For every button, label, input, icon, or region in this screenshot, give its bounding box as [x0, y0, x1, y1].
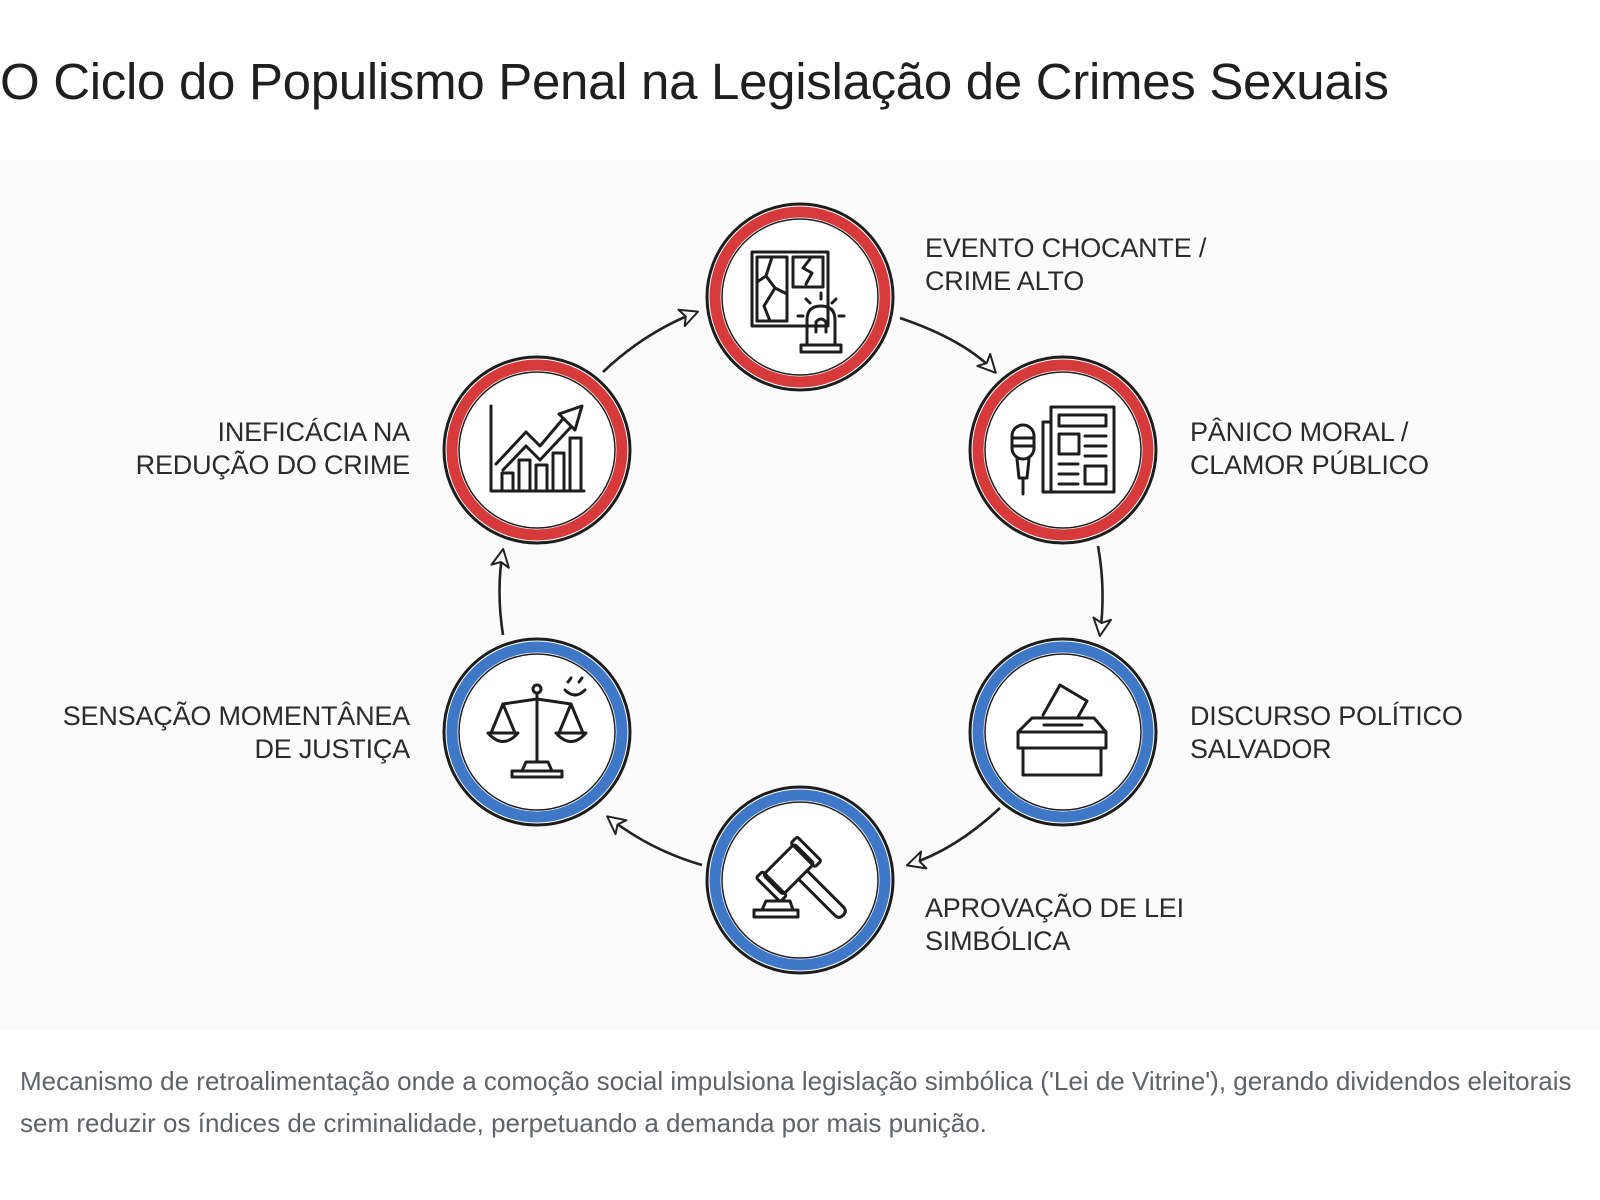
arrow-discourse-to-law: [905, 807, 1001, 870]
step-event-node: [705, 202, 895, 392]
step-discourse-label: DISCURSO POLÍTICO SALVADOR: [1190, 700, 1463, 766]
rising-chart-icon: [489, 404, 586, 493]
step-event-label: EVENTO CHOCANTE / CRIME ALTO: [925, 232, 1206, 298]
alarm-ring: [972, 359, 1154, 541]
step-justice-label-line1: SENSAÇÃO MOMENTÂNEA: [62, 701, 410, 731]
scales-smile-icon: [486, 676, 588, 779]
step-panic-node: [968, 355, 1158, 545]
step-discourse-node: [968, 637, 1158, 827]
calm-ring: [446, 641, 628, 823]
step-ineffective-node: [442, 355, 632, 545]
step-panic-label: PÂNICO MORAL / CLAMOR PÚBLICO: [1190, 416, 1429, 482]
step-ineffective-label: INEFICÁCIA NA REDUÇÃO DO CRIME: [135, 416, 411, 482]
step-panic-label-line2: CLAMOR PÚBLICO: [1190, 450, 1429, 480]
microphone-newspaper-icon: [1010, 405, 1116, 496]
arrow-law-to-justice: [606, 815, 703, 867]
alarm-ring: [709, 206, 891, 388]
step-law-node: [705, 785, 895, 975]
diagram-caption: Mecanismo de retroalimentação onde a com…: [20, 1066, 1572, 1138]
ballot-box-icon: [1016, 683, 1108, 777]
step-ineffective-label-line1: INEFICÁCIA NA: [217, 417, 411, 447]
step-justice-node: [442, 637, 632, 827]
page-title: O Ciclo do Populismo Penal na Legislação…: [0, 53, 1389, 110]
step-justice-label: SENSAÇÃO MOMENTÂNEA DE JUSTIÇA: [63, 700, 410, 766]
step-justice-label-line2: DE JUSTIÇA: [254, 734, 410, 764]
arrow-justice-to-ineffective: [490, 547, 510, 636]
broken-window-siren-icon: [750, 250, 846, 354]
arrow-panic-to-discourse: [1092, 545, 1112, 638]
arrow-ineffective-to-event: [602, 308, 700, 373]
gavel-icon: [752, 836, 847, 919]
alarm-ring: [446, 359, 628, 541]
step-law-label-line1: APROVAÇÃO DE LEI: [925, 893, 1184, 923]
step-law-label-line2: SIMBÓLICA: [925, 926, 1071, 956]
step-law-label: APROVAÇÃO DE LEI SIMBÓLICA: [925, 892, 1184, 958]
step-event-label-line1: EVENTO CHOCANTE /: [925, 233, 1207, 263]
step-discourse-label-line1: DISCURSO POLÍTICO: [1190, 701, 1463, 731]
step-panic-label-line1: PÂNICO MORAL /: [1190, 417, 1409, 447]
step-discourse-label-line2: SALVADOR: [1190, 734, 1332, 764]
calm-ring: [972, 641, 1154, 823]
step-ineffective-label-line2: REDUÇÃO DO CRIME: [135, 450, 411, 480]
arrow-event-to-panic: [899, 316, 997, 374]
cycle-diagram-canvas: [442, 202, 1158, 975]
cycle-diagram: EVENTO CHOCANTE / CRIME ALTO PÂNICO MORA…: [0, 160, 1600, 1030]
step-event-label-line2: CRIME ALTO: [925, 266, 1085, 296]
calm-ring: [709, 789, 891, 971]
